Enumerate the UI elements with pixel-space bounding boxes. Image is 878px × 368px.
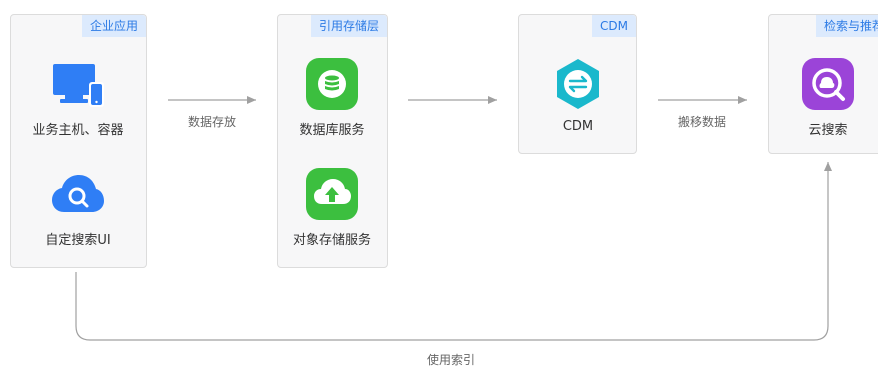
edge-use-index-line xyxy=(75,162,832,341)
transfer-icon xyxy=(557,59,599,109)
edge-label-migrate-data: 搬移数据 xyxy=(677,115,727,129)
group-title-reference-storage: 引用存储层 xyxy=(310,15,387,37)
monitor-phone-icon xyxy=(53,64,104,107)
group-title-search-recommend: 检索与推荐 xyxy=(815,15,878,37)
node-label-custom-search-ui: 自定搜索UI xyxy=(45,233,111,248)
cloud-upload-icon xyxy=(306,168,358,220)
group-enterprise-app: 企业应用 xyxy=(10,14,147,268)
group-title-enterprise-app: 企业应用 xyxy=(81,15,146,37)
node-label-cloud-search: 云搜索 xyxy=(808,123,848,138)
node-label-business-host: 业务主机、容器 xyxy=(32,123,124,138)
node-label-object-storage-service: 对象存储服务 xyxy=(292,233,372,248)
cloud-search-icon xyxy=(52,175,104,212)
group-title-cdm: CDM xyxy=(592,15,636,37)
node-label-cdm: CDM xyxy=(562,119,594,134)
group-reference-storage: 引用存储层 xyxy=(277,14,388,268)
node-label-database-service: 数据库服务 xyxy=(299,123,365,138)
database-icon xyxy=(306,58,358,110)
magnifier-icon xyxy=(802,58,854,110)
edge-label-use-index: 使用索引 xyxy=(426,353,476,367)
edge-label-store-data: 数据存放 xyxy=(187,115,237,129)
